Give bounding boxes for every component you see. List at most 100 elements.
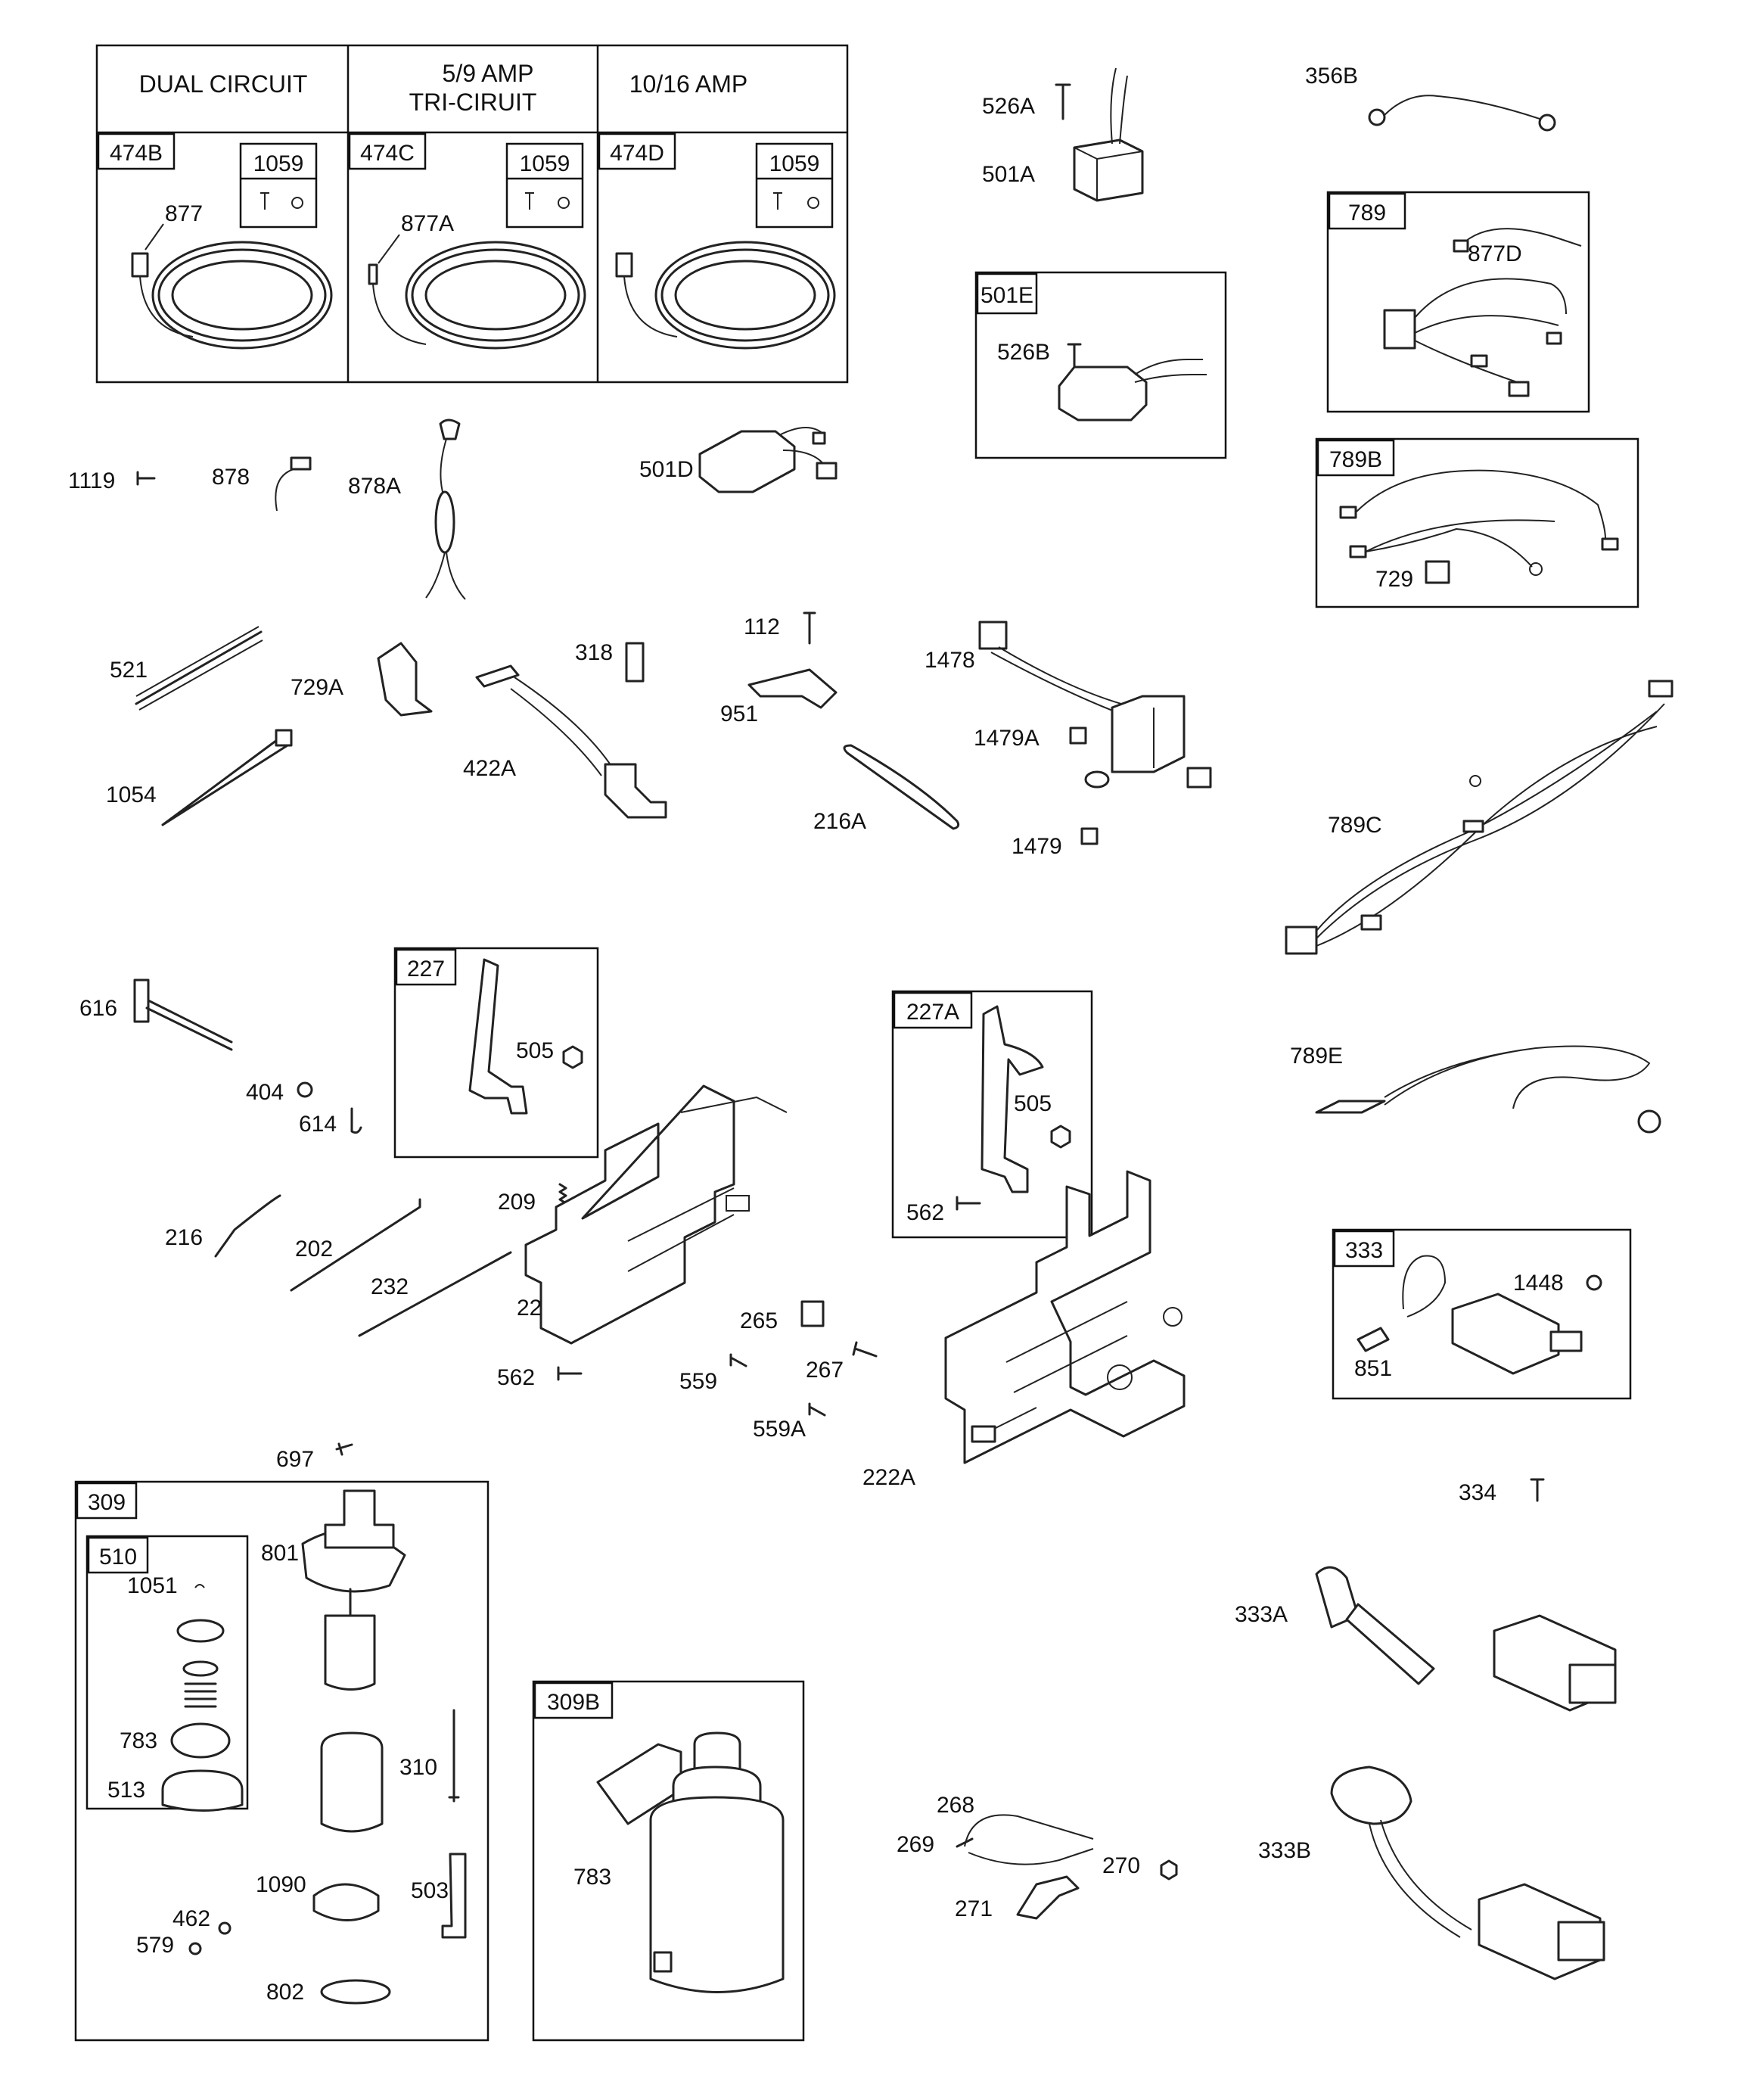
label-1090[interactable]: 1090 <box>256 1872 306 1897</box>
housing[interactable] <box>320 1731 384 1833</box>
kit-474C[interactable]: 474C <box>360 141 415 166</box>
drive-513[interactable] <box>161 1769 244 1812</box>
label-878A[interactable]: 878A <box>348 474 401 499</box>
label-559[interactable]: 559 <box>679 1369 717 1394</box>
kit-501E[interactable]: 501E <box>981 283 1033 308</box>
rectifier-501A-drawing[interactable] <box>1073 67 1144 202</box>
clip-265[interactable] <box>800 1300 825 1327</box>
label-222A[interactable]: 222A <box>862 1465 915 1490</box>
lead-789E-drawing[interactable] <box>1315 1045 1661 1134</box>
harness-789-drawing[interactable] <box>1383 228 1582 397</box>
label-1448[interactable]: 1448 <box>1513 1271 1564 1296</box>
wire-878-drawing[interactable] <box>275 456 312 512</box>
label-334[interactable]: 334 <box>1459 1480 1496 1505</box>
label-422A[interactable]: 422A <box>463 756 516 781</box>
screw-334[interactable] <box>1530 1478 1545 1502</box>
label-271[interactable]: 271 <box>955 1896 993 1921</box>
ignition-coil-333-drawing[interactable] <box>1357 1255 1583 1375</box>
link-216A[interactable] <box>843 744 960 830</box>
nut-505-a[interactable] <box>562 1045 583 1069</box>
label-1478[interactable]: 1478 <box>925 648 975 673</box>
kit-227A[interactable]: 227A <box>906 1000 959 1025</box>
label-202[interactable]: 202 <box>295 1237 333 1262</box>
label-505-a[interactable]: 505 <box>516 1038 554 1063</box>
stator-474D-drawing[interactable] <box>615 241 836 350</box>
pin-112[interactable] <box>803 611 816 645</box>
shaft-616-drawing[interactable] <box>133 978 233 1051</box>
spring-232[interactable] <box>358 1251 512 1337</box>
nut-579[interactable] <box>188 1942 202 1955</box>
kit-474D[interactable]: 474D <box>610 141 664 166</box>
label-616[interactable]: 616 <box>79 996 117 1021</box>
label-216A[interactable]: 216A <box>813 809 866 834</box>
label-1479A[interactable]: 1479A <box>974 726 1040 751</box>
nut-462[interactable] <box>218 1921 232 1935</box>
label-501A[interactable]: 501A <box>982 162 1035 187</box>
label-404[interactable]: 404 <box>246 1080 284 1105</box>
label-614[interactable]: 614 <box>299 1112 337 1137</box>
label-333B[interactable]: 333B <box>1258 1838 1311 1863</box>
label-877[interactable]: 877 <box>165 201 203 226</box>
label-783-b[interactable]: 783 <box>573 1865 611 1890</box>
label-503[interactable]: 503 <box>411 1878 449 1903</box>
ring-1051[interactable] <box>194 1584 205 1588</box>
label-501D[interactable]: 501D <box>639 457 694 482</box>
nut-270[interactable] <box>1160 1859 1178 1881</box>
label-112[interactable]: 112 <box>744 614 780 639</box>
label-270[interactable]: 270 <box>1102 1853 1140 1878</box>
label-265[interactable]: 265 <box>740 1308 778 1333</box>
link-216[interactable] <box>214 1194 281 1258</box>
label-232[interactable]: 232 <box>371 1274 409 1299</box>
label-513[interactable]: 513 <box>107 1778 145 1803</box>
label-333A[interactable]: 333A <box>1235 1602 1288 1627</box>
bracket-503[interactable] <box>441 1853 467 1939</box>
regulator-501D-drawing[interactable] <box>698 427 838 493</box>
gear-783[interactable] <box>170 1722 231 1759</box>
lead-878A-drawing[interactable] <box>425 418 466 600</box>
label-310[interactable]: 310 <box>399 1755 437 1780</box>
ignition-coil-333A-drawing[interactable] <box>1315 1566 1617 1712</box>
armature[interactable] <box>324 1614 376 1691</box>
label-729A[interactable]: 729A <box>291 675 343 700</box>
kit-309[interactable]: 309 <box>88 1490 126 1515</box>
label-1479[interactable]: 1479 <box>1012 834 1062 859</box>
screw-559A[interactable] <box>808 1402 826 1417</box>
label-1051[interactable]: 1051 <box>127 1573 178 1598</box>
lever-227A[interactable] <box>981 1005 1044 1193</box>
nut-505-b[interactable] <box>1050 1125 1071 1149</box>
spring[interactable] <box>184 1682 217 1708</box>
brush-1090[interactable] <box>312 1883 380 1921</box>
label-729[interactable]: 729 <box>1375 567 1413 592</box>
screw-559[interactable] <box>729 1353 747 1367</box>
label-851[interactable]: 851 <box>1354 1356 1392 1381</box>
label-1119[interactable]: 1119 <box>68 468 115 493</box>
lever-227[interactable] <box>468 958 528 1115</box>
stator-474B-drawing[interactable] <box>131 241 333 350</box>
label-562-b[interactable]: 562 <box>497 1365 535 1390</box>
kit-510[interactable]: 510 <box>99 1545 137 1570</box>
label-1054[interactable]: 1054 <box>106 782 157 807</box>
rod-202[interactable] <box>290 1198 421 1292</box>
label-878[interactable]: 878 <box>212 465 250 490</box>
plate-802[interactable] <box>320 1979 391 2005</box>
bolt-310[interactable] <box>448 1709 460 1803</box>
pin-614[interactable] <box>350 1107 362 1134</box>
screw-697[interactable] <box>335 1442 353 1456</box>
label-521[interactable]: 521 <box>110 658 148 683</box>
label-526B[interactable]: 526B <box>997 340 1050 365</box>
harness-789C-drawing[interactable] <box>1285 680 1674 955</box>
bolt-318[interactable] <box>625 642 645 683</box>
label-697[interactable]: 697 <box>276 1447 314 1472</box>
label-356B[interactable]: 356B <box>1305 64 1358 89</box>
label-789C[interactable]: 789C <box>1328 813 1382 838</box>
label-802[interactable]: 802 <box>266 1980 304 2005</box>
lever-271[interactable] <box>1016 1875 1080 1920</box>
label-801[interactable]: 801 <box>261 1541 299 1566</box>
harness-789B-drawing[interactable] <box>1339 469 1619 584</box>
screw-267[interactable] <box>852 1341 878 1358</box>
regulator-501E-drawing[interactable] <box>1058 359 1207 422</box>
bracket-222-drawing[interactable] <box>524 1084 788 1345</box>
label-783-a[interactable]: 783 <box>120 1728 157 1753</box>
washer-1448[interactable] <box>1586 1274 1602 1291</box>
bracket-222A-drawing[interactable] <box>944 1170 1186 1464</box>
